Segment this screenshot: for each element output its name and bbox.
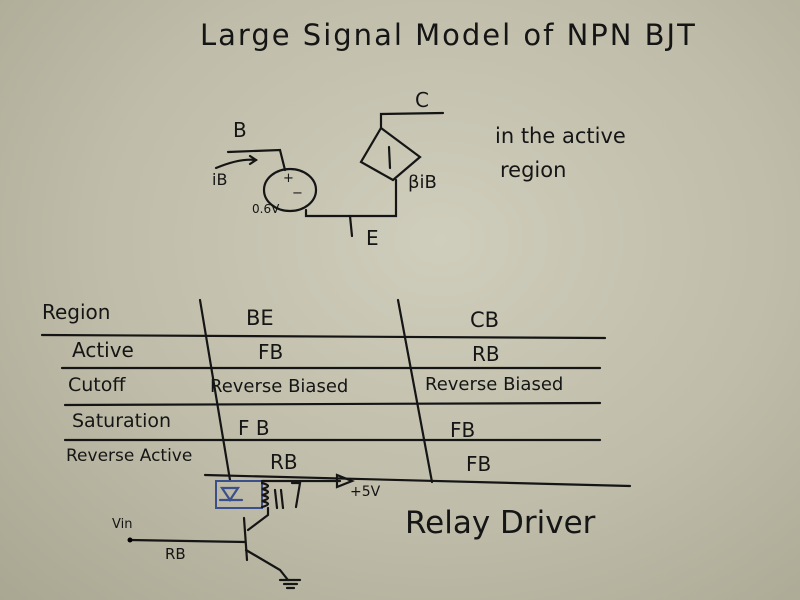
row-active-cb: RB	[472, 342, 500, 366]
emitter-wire	[304, 178, 398, 218]
emitter-lead	[348, 214, 354, 238]
relay-coil-icon	[260, 481, 270, 509]
transistor-icon	[242, 516, 249, 562]
input-terminal	[127, 537, 133, 543]
active-region-note-line2: region	[500, 158, 567, 182]
current-direction-arrow	[387, 145, 392, 170]
header-cb: CB	[470, 308, 500, 332]
dependent-source-label: βiB	[408, 172, 437, 193]
base-label: B	[233, 118, 247, 142]
collector-wire	[379, 111, 445, 130]
row-saturation-region: Saturation	[72, 410, 172, 432]
relay-switch-icon	[290, 481, 302, 509]
base-current-label: iB	[212, 170, 228, 189]
resistor-label: RB	[165, 545, 186, 563]
source-plus: +	[283, 171, 294, 186]
collector-label: C	[415, 88, 429, 112]
row-active-be: FB	[258, 340, 284, 364]
diode-wire-loop	[215, 480, 263, 509]
diode-icon	[219, 486, 241, 502]
source-voltage-label: 0.6V	[252, 202, 280, 216]
row-saturation-cb: FB	[450, 418, 476, 442]
base-wire	[226, 148, 287, 172]
row-reverse-active-region: Reverse Active	[66, 446, 193, 466]
relay-driver-circuit	[127, 473, 355, 590]
active-region-note-line1: in the active	[495, 124, 626, 148]
row-cutoff-be: Reverse Biased	[210, 376, 349, 397]
base-current-arrow	[214, 158, 258, 170]
header-region: Region	[42, 300, 111, 324]
row-reverse-active-be: RB	[270, 450, 298, 474]
vin-label: Vin	[112, 517, 133, 532]
supply-label: +5V	[350, 484, 381, 500]
row-cutoff-cb: Reverse Biased	[425, 374, 564, 395]
row-active-region: Active	[72, 338, 134, 362]
region-table-grid	[40, 298, 632, 488]
relay-driver-title: Relay Driver	[405, 505, 596, 541]
row-reverse-active-cb: FB	[466, 452, 492, 476]
row-cutoff-region: Cutoff	[68, 374, 126, 396]
supply-arrow-icon	[335, 473, 355, 489]
arrow-head	[248, 154, 258, 166]
row-saturation-be: F B	[238, 416, 270, 440]
emitter-label: E	[366, 226, 379, 250]
page-title: Large Signal Model of NPN BJT	[200, 18, 697, 52]
large-signal-model-circuit	[214, 111, 445, 238]
header-be: BE	[246, 306, 274, 330]
dependent-current-source-icon	[359, 126, 422, 182]
voltage-source-icon	[262, 167, 318, 213]
base-input-wire	[128, 538, 247, 544]
source-minus: −	[292, 186, 303, 201]
